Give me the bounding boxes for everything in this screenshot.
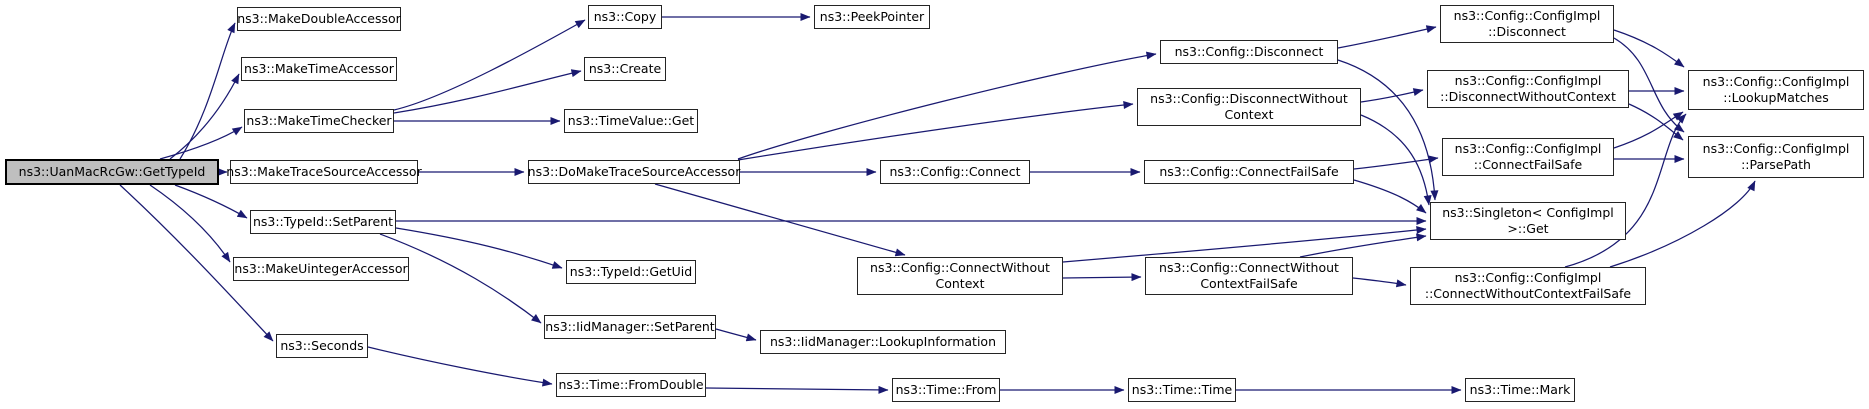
edge-seconds--time-from-double — [367, 346, 553, 387]
node-peek-pointer[interactable]: ns3::PeekPointer — [814, 5, 930, 29]
node-copy[interactable]: ns3::Copy — [588, 5, 662, 29]
node-time-mark[interactable]: ns3::Time::Mark — [1465, 378, 1575, 402]
node-config-disconnect-without-context[interactable]: ns3::Config::DisconnectWithout Context — [1137, 88, 1361, 126]
node-time-from[interactable]: ns3::Time::From — [892, 378, 1000, 402]
node-do-make-trace-source-accessor[interactable]: ns3::DoMakeTraceSourceAccessor — [528, 160, 740, 184]
edge-impl-disconnect-without-context--parse-path — [1628, 103, 1684, 141]
edge-get-type-id--make-uinteger-accessor — [149, 184, 231, 263]
node-config-connect[interactable]: ns3::Config::Connect — [880, 160, 1030, 184]
node-impl-connect-without-context-fail-safe[interactable]: ns3::Config::ConfigImpl ::ConnectWithout… — [1410, 267, 1646, 305]
edge-config-connect-without-context--config-connect-without-context-fail-safe — [1062, 273, 1142, 282]
node-iid-set-parent[interactable]: ns3::IidManager::SetParent — [544, 315, 716, 339]
edge-get-type-id--make-time-checker — [159, 126, 243, 160]
node-make-double-accessor[interactable]: ns3::MakeDoubleAccessor — [237, 7, 401, 31]
edge-config-connect-fail-safe--impl-connect-fail-safe — [1353, 155, 1439, 170]
edge-config-disconnect--singleton-get — [1337, 59, 1439, 201]
node-config-disconnect[interactable]: ns3::Config::Disconnect — [1160, 40, 1338, 64]
node-lookup-matches[interactable]: ns3::Config::ConfigImpl ::LookupMatches — [1688, 70, 1864, 110]
edge-impl-connect-without-context-fail-safe--lookup-matches — [1564, 113, 1687, 268]
edge-get-type-id--seconds — [119, 184, 274, 342]
node-time-from-double[interactable]: ns3::Time::FromDouble — [556, 373, 706, 397]
edge-impl-connect-without-context-fail-safe--parse-path — [1609, 180, 1756, 268]
edge-config-connect-without-context--singleton-get — [1062, 226, 1427, 263]
node-typeid-get-uid[interactable]: ns3::TypeId::GetUid — [566, 260, 696, 284]
edge-config-disconnect--impl-disconnect — [1337, 25, 1437, 49]
node-create[interactable]: ns3::Create — [584, 57, 666, 81]
edge-iid-set-parent--iid-lookup-information — [715, 328, 757, 342]
node-impl-disconnect[interactable]: ns3::Config::ConfigImpl ::Disconnect — [1440, 5, 1614, 43]
edge-do-make-trace-source-accessor--config-connect-without-context — [654, 183, 906, 257]
edge-config-disconnect-without-context--impl-disconnect-without-context — [1360, 88, 1424, 103]
edge-get-type-id--typeid-set-parent — [174, 184, 248, 219]
node-typeid-set-parent[interactable]: ns3::TypeId::SetParent — [250, 210, 396, 234]
node-make-trace-source-accessor[interactable]: ns3::MakeTraceSourceAccessor — [226, 160, 422, 184]
node-parse-path[interactable]: ns3::Config::ConfigImpl ::ParsePath — [1688, 136, 1864, 178]
node-get-type-id: ns3::UanMacRcGw::GetTypeId — [5, 159, 219, 185]
node-time-time[interactable]: ns3::Time::Time — [1128, 378, 1236, 402]
edge-config-connect-without-context-fail-safe--impl-connect-without-context-fail-safe — [1352, 277, 1407, 288]
node-seconds[interactable]: ns3::Seconds — [276, 334, 368, 358]
node-iid-lookup-information[interactable]: ns3::IidManager::LookupInformation — [760, 330, 1006, 354]
edge-impl-connect-fail-safe--lookup-matches — [1613, 111, 1684, 149]
edge-get-type-id--make-time-accessor — [169, 73, 240, 160]
edge-time-from-double--time-from — [705, 385, 889, 394]
edge-impl-disconnect--parse-path — [1613, 37, 1685, 133]
node-timevalue-get[interactable]: ns3::TimeValue::Get — [564, 109, 698, 133]
edge-make-time-checker--copy — [393, 19, 586, 111]
edge-config-connect-fail-safe--singleton-get — [1353, 179, 1427, 214]
edge-config-disconnect-without-context--singleton-get — [1360, 114, 1432, 206]
node-make-time-checker[interactable]: ns3::MakeTimeChecker — [244, 109, 394, 133]
node-config-connect-without-context-fail-safe[interactable]: ns3::Config::ConnectWithout ContextFailS… — [1145, 257, 1353, 295]
node-impl-connect-fail-safe[interactable]: ns3::Config::ConfigImpl ::ConnectFailSaf… — [1442, 138, 1614, 176]
edge-typeid-set-parent--iid-set-parent — [379, 233, 542, 324]
node-singleton-get[interactable]: ns3::Singleton< ConfigImpl >::Get — [1430, 202, 1626, 240]
node-make-uinteger-accessor[interactable]: ns3::MakeUintegerAccessor — [233, 257, 409, 281]
node-make-time-accessor[interactable]: ns3::MakeTimeAccessor — [241, 57, 397, 81]
edge-typeid-set-parent--typeid-get-uid — [395, 227, 563, 269]
node-config-connect-without-context[interactable]: ns3::Config::ConnectWithout Context — [857, 257, 1063, 295]
node-config-connect-fail-safe[interactable]: ns3::Config::ConnectFailSafe — [1144, 160, 1354, 184]
edge-config-connect-without-context-fail-safe--singleton-get — [1299, 233, 1427, 258]
edge-get-type-id--make-double-accessor — [179, 22, 236, 160]
edge-do-make-trace-source-accessor--config-disconnect — [737, 51, 1157, 160]
edge-impl-disconnect--lookup-matches — [1613, 29, 1685, 68]
edge-make-time-checker--create — [393, 69, 582, 114]
node-impl-disconnect-without-context[interactable]: ns3::Config::ConfigImpl ::DisconnectWith… — [1427, 70, 1629, 108]
edge-do-make-trace-source-accessor--config-disconnect-without-context — [737, 101, 1134, 161]
